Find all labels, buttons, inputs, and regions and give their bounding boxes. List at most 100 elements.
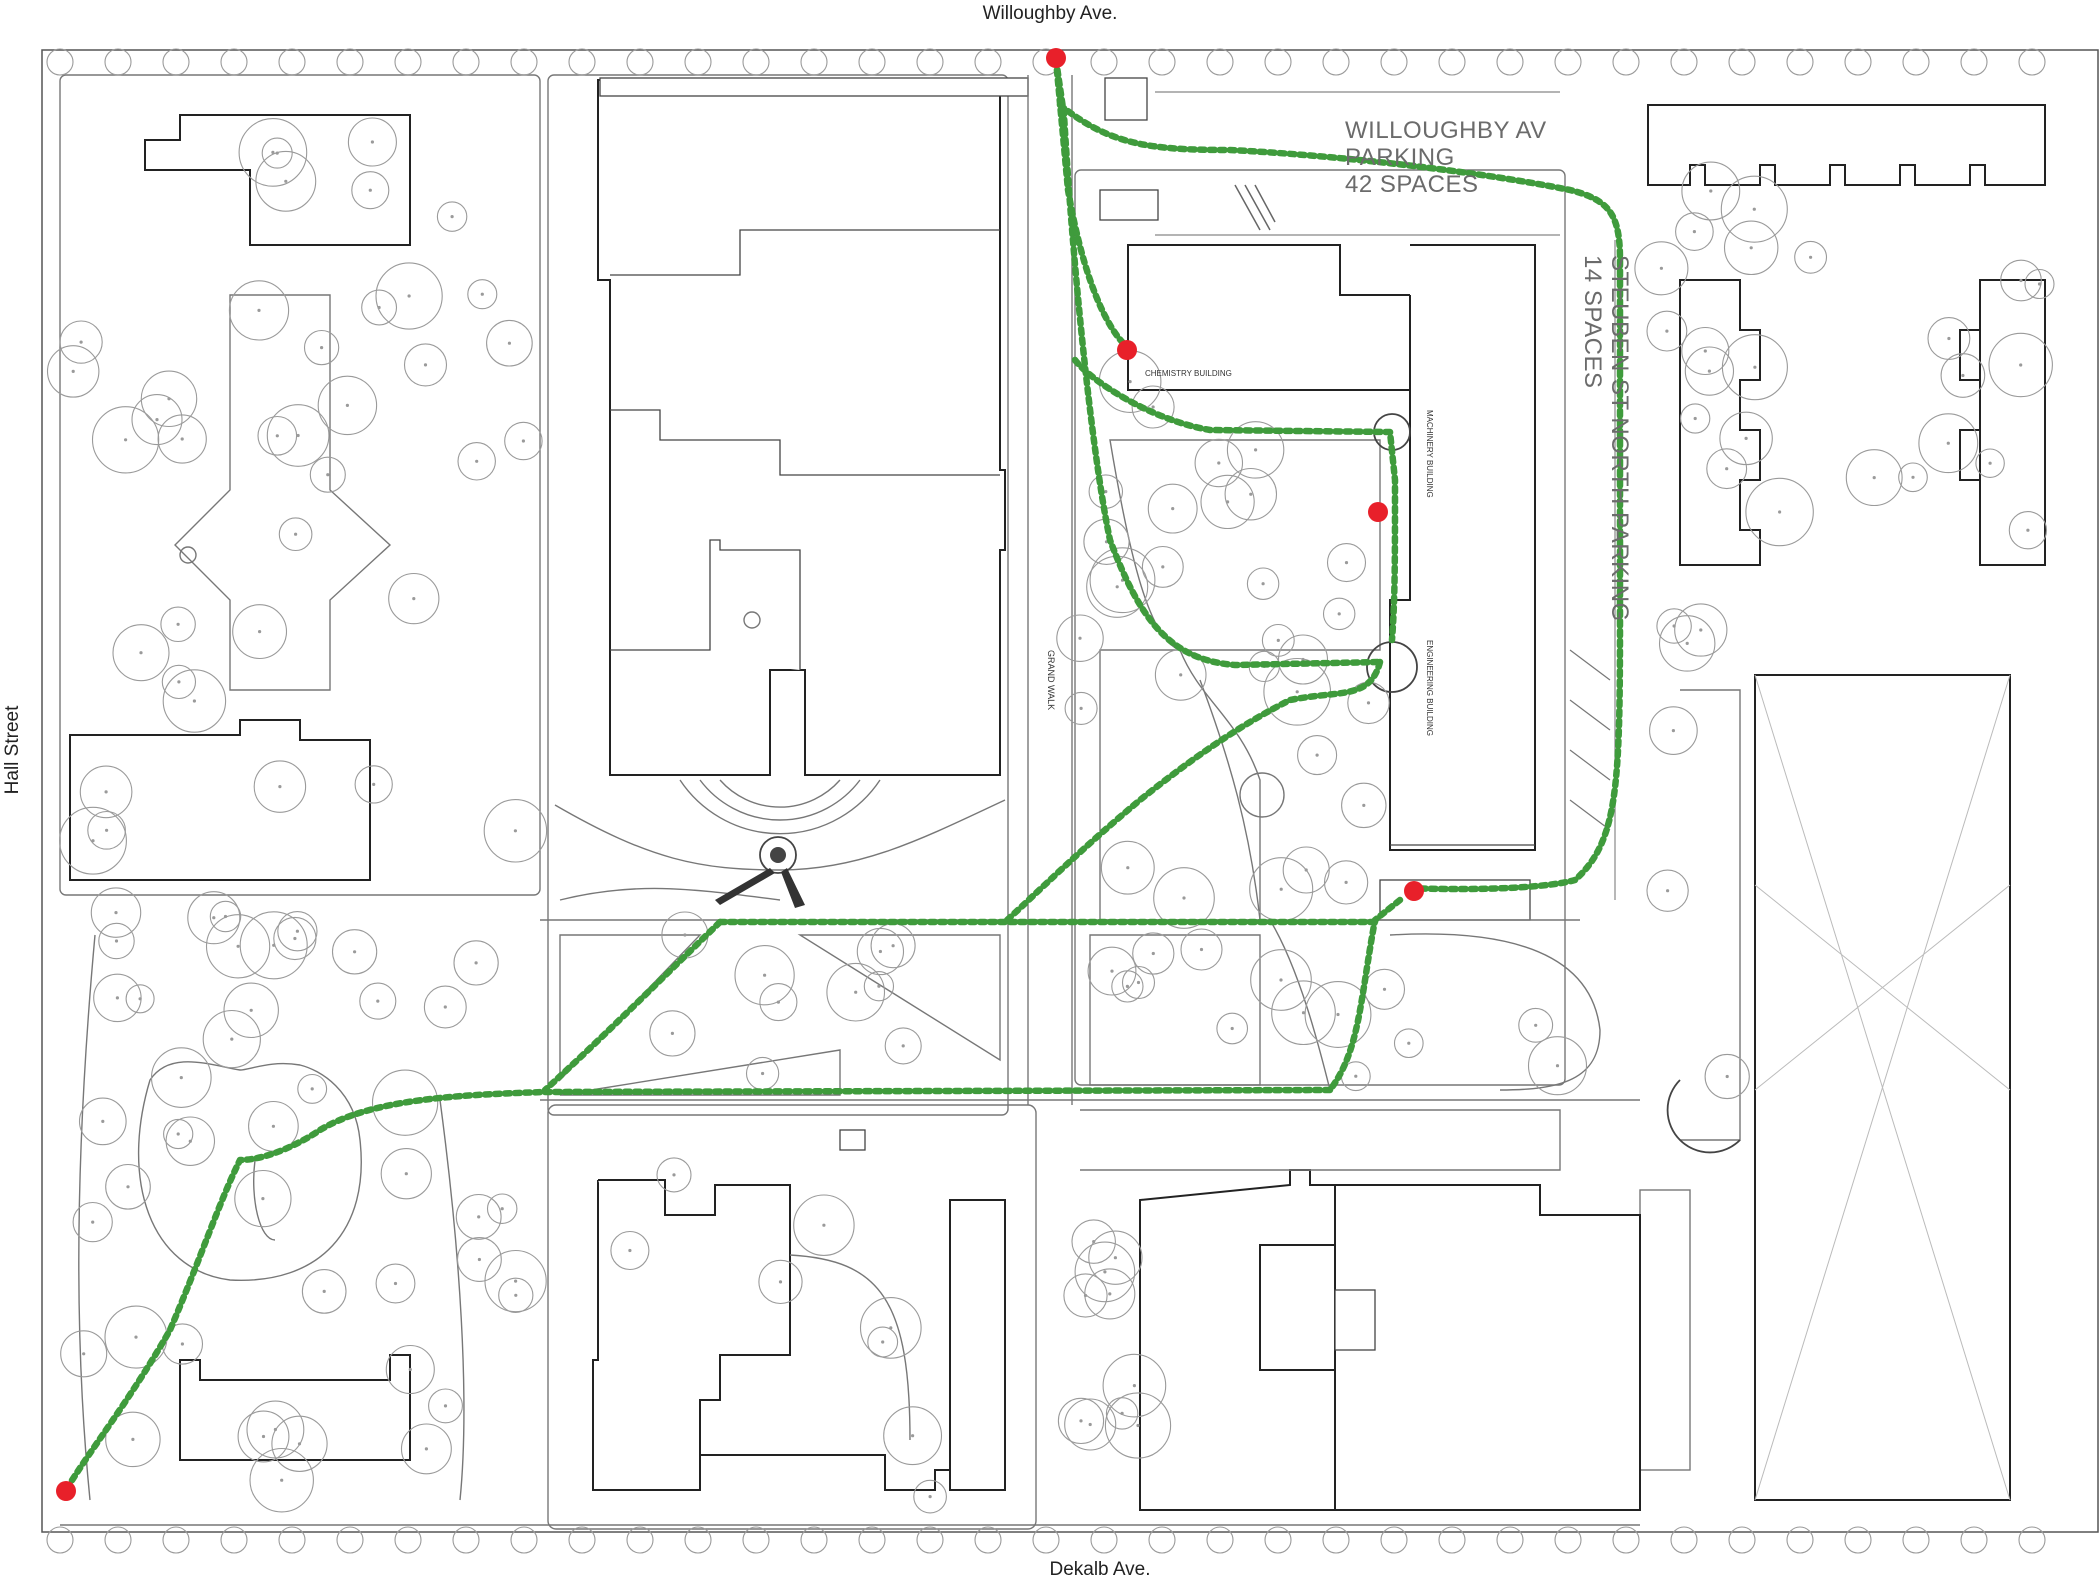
tree-canopy <box>400 1423 452 1475</box>
tree-trunk <box>877 984 881 988</box>
tree-canopy <box>98 922 135 960</box>
tree-trunk <box>284 179 288 183</box>
street-tree <box>1206 1526 1234 1554</box>
street-tree <box>1612 1526 1640 1554</box>
tree-canopy <box>90 887 142 938</box>
tree-trunk <box>101 1119 105 1123</box>
tree-canopy <box>2024 268 2055 300</box>
tree-trunk <box>474 961 478 965</box>
tree-canopy <box>1720 175 1788 243</box>
willoughby-strip-bar <box>599 77 1029 97</box>
tree-canopy <box>498 1277 534 1313</box>
tree-canopy <box>649 1010 696 1057</box>
tree-trunk <box>1136 1423 1140 1428</box>
tree-trunk <box>180 437 184 441</box>
tree-trunk <box>370 140 374 144</box>
tree-canopy <box>162 669 227 733</box>
tree-canopy <box>1649 706 1698 755</box>
tree-canopy <box>257 415 298 456</box>
street-tree <box>1496 1526 1524 1554</box>
street-tree <box>1728 1526 1756 1554</box>
street-tree <box>46 48 74 76</box>
tree-trunk <box>670 1031 675 1035</box>
tree-trunk <box>271 150 275 154</box>
tree-trunk <box>1911 475 1915 479</box>
tree-trunk <box>249 1008 253 1012</box>
central-plaza-arc-2 <box>699 779 861 821</box>
tree-trunk <box>1125 984 1129 989</box>
entrance-markers <box>56 48 1424 1501</box>
tree-trunk <box>1659 266 1663 270</box>
central-court-circle <box>743 611 761 629</box>
street-tree <box>394 1526 422 1554</box>
tree-canopy <box>1100 840 1155 895</box>
tree-canopy <box>277 911 318 952</box>
route-segment-south-hall <box>62 1086 1334 1494</box>
marker-engineering-entrance[interactable] <box>1404 881 1424 901</box>
tree-trunk <box>345 403 349 407</box>
street-tree <box>1264 48 1292 76</box>
tree-canopy <box>1518 1007 1554 1043</box>
central-lawn-curve-upper <box>554 799 1006 871</box>
tree-canopy <box>1674 603 1728 657</box>
tree-canopy <box>271 1415 328 1472</box>
tree-canopy <box>826 962 886 1022</box>
marker-machinery-entrance[interactable] <box>1368 502 1388 522</box>
tree-trunk <box>1276 638 1280 643</box>
steuben-stall-2 <box>1569 699 1611 731</box>
street-tree <box>1322 1526 1350 1554</box>
tree-trunk <box>271 1124 275 1128</box>
street-tree <box>452 1526 480 1554</box>
willoughby-strip <box>599 77 1560 236</box>
south-central-curved-path <box>789 1254 911 1441</box>
tree-trunk <box>672 1173 676 1177</box>
tree-canopy <box>1074 1241 1136 1303</box>
tree-trunk <box>1778 510 1782 514</box>
tree-canopy <box>1845 449 1903 507</box>
steuben-parking-label: STEUBEN ST NORTH PARKING <box>1606 255 1633 622</box>
street-tree <box>1090 1526 1118 1554</box>
tree-canopy <box>388 572 440 625</box>
tree-canopy <box>301 1269 347 1314</box>
tree-trunk <box>376 999 380 1003</box>
marker-chemistry-entrance[interactable] <box>1117 340 1137 360</box>
tree-trunk <box>480 292 484 296</box>
tree-trunk <box>180 1342 184 1346</box>
tree-trunk <box>443 1005 447 1009</box>
tree-trunk <box>477 1215 481 1219</box>
tree-canopy <box>112 624 170 682</box>
street-tree <box>1670 48 1698 76</box>
tree-canopy <box>1745 477 1814 547</box>
north-west-building <box>144 114 411 246</box>
tree-trunk <box>1336 1012 1340 1017</box>
street-tree <box>1554 1526 1582 1554</box>
street-tree <box>220 48 248 76</box>
trees <box>46 48 2055 1554</box>
street-tree <box>1438 1526 1466 1554</box>
tree-trunk <box>1699 628 1703 632</box>
tree-canopy <box>884 1027 922 1065</box>
tree-canopy <box>361 289 398 326</box>
tree-canopy <box>261 137 293 169</box>
tree-trunk <box>928 1495 932 1499</box>
street-tree <box>162 1526 190 1554</box>
street-tree <box>46 1526 74 1554</box>
street-tree <box>510 1526 538 1554</box>
tree-canopy <box>436 201 468 232</box>
street-tree <box>1960 1526 1988 1554</box>
tree-trunk <box>776 1000 781 1004</box>
machinery-building-label: MACHINERY BUILDING <box>1425 410 1434 498</box>
chemistry-building-label: CHEMISTRY BUILDING <box>1145 369 1232 378</box>
tree-canopy <box>78 1097 127 1146</box>
tree-trunk <box>280 1478 284 1482</box>
tree-trunk <box>1128 380 1132 384</box>
tree-canopy <box>1087 946 1137 996</box>
tree-trunk <box>891 944 895 948</box>
tree-canopy <box>1684 346 1735 396</box>
marker-hall-street-entrance[interactable] <box>56 1481 76 1501</box>
street-tree <box>568 48 596 76</box>
marker-willoughby-entrance[interactable] <box>1046 48 1066 68</box>
tree-canopy <box>758 1259 803 1305</box>
tree-canopy <box>610 1230 650 1271</box>
